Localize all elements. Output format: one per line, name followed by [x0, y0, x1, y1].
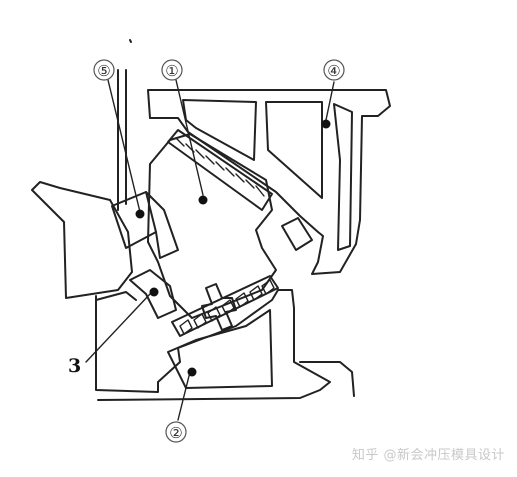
- leader-4: [325, 81, 335, 121]
- leader-3: [85, 293, 151, 363]
- callout-label-4: ④: [327, 62, 340, 80]
- lower-spring-hatching: [179, 279, 275, 335]
- callout-circle-1: [161, 59, 183, 81]
- part3-block: [129, 269, 177, 319]
- watermark-text: 知乎 @新会冲压模具设计: [351, 448, 505, 463]
- callout-label-1: ①: [165, 62, 178, 80]
- callout-circle-5: [93, 59, 115, 81]
- callout-label-2: ②: [169, 424, 182, 442]
- lower-left-step: [95, 291, 137, 301]
- upper-die-cavity: [182, 99, 257, 161]
- left-feed-plate: [31, 181, 133, 299]
- marker-dot-3: [149, 287, 159, 297]
- callout-label-5: ⑤: [97, 62, 110, 80]
- marker-dot-1: [198, 195, 208, 205]
- top-tick: [129, 39, 132, 43]
- label-3: 3: [68, 355, 81, 377]
- tilted-punch-block: [147, 133, 277, 319]
- callout-circle-2: [165, 421, 187, 443]
- guide-pin: [201, 283, 237, 331]
- upper-spring-hatching: [175, 137, 265, 197]
- lower-die-inner: [167, 309, 273, 389]
- upper-die-pocket: [333, 103, 353, 251]
- leader-5: [107, 79, 141, 213]
- callout-circle-4: [323, 59, 345, 81]
- lower-spring-strip: [171, 275, 279, 337]
- marker-dot-5: [135, 209, 145, 219]
- part5-side-wedge: [145, 191, 179, 259]
- marker-dot-2: [187, 367, 197, 377]
- upper-spring-strip: [167, 129, 273, 211]
- leader-1: [175, 79, 204, 196]
- lower-right-step: [299, 361, 355, 397]
- leader-2: [177, 371, 191, 421]
- marker-dot-4: [321, 119, 331, 129]
- right-wedge: [281, 217, 313, 251]
- upper-die-slot: [265, 101, 323, 199]
- upper-die-block: [147, 89, 391, 275]
- lower-die-block: [95, 289, 331, 401]
